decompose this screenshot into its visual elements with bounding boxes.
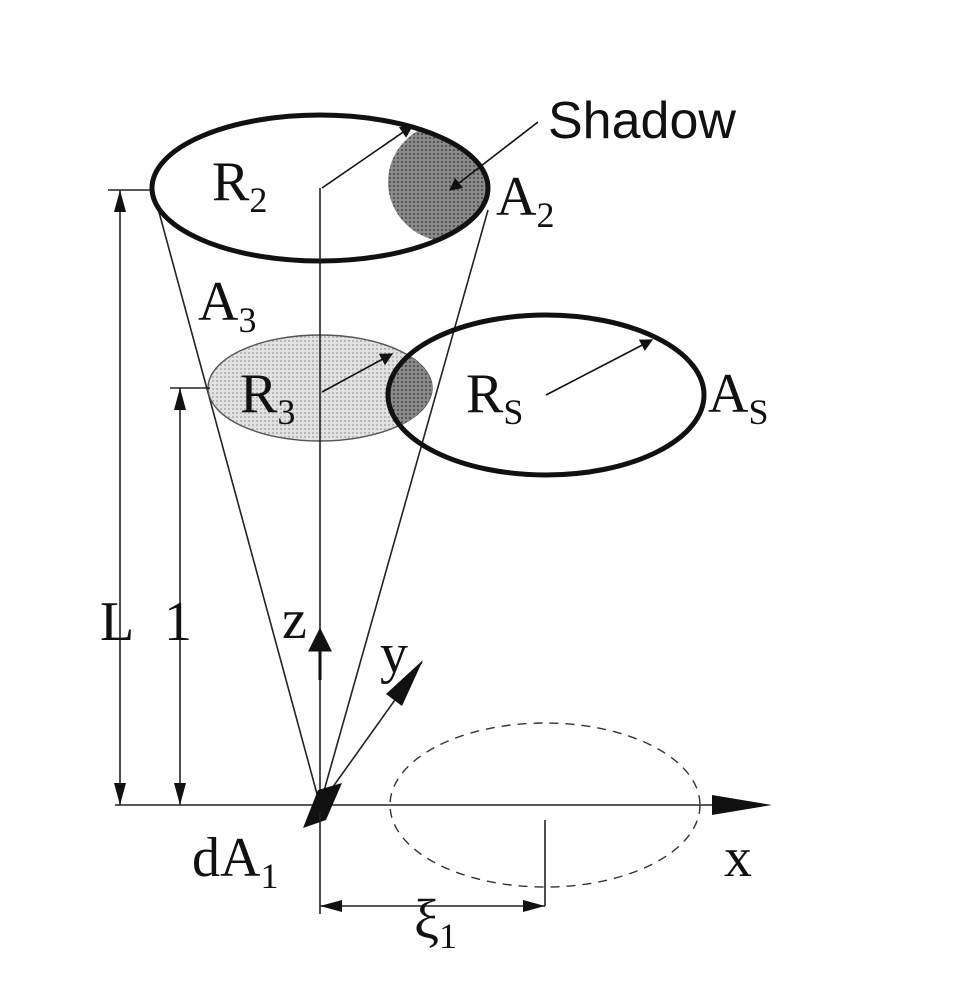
r3-radius-arrow <box>321 353 394 393</box>
rs-radius-arrow <box>545 339 654 396</box>
cone-line-left <box>152 189 321 806</box>
as-ellipse <box>385 312 707 478</box>
dim-l-arrow-top <box>114 190 126 212</box>
x-axis-arrowhead <box>712 795 772 815</box>
label-1: 1 <box>164 591 192 653</box>
dim-xi-arrow-right <box>523 900 545 912</box>
y-axis-arrowhead <box>386 660 423 706</box>
label-r2: R2 <box>212 151 267 220</box>
dim-1-arrow-bottom <box>174 783 186 805</box>
label-x: x <box>724 827 752 889</box>
label-da1: dA1 <box>192 827 278 896</box>
label-xi1: ξ1 <box>414 889 457 956</box>
label-y: y <box>380 623 408 685</box>
label-as: AS <box>708 363 768 432</box>
da1-element <box>303 783 342 828</box>
dim-1-arrow-top <box>174 388 186 410</box>
label-a2: A2 <box>496 166 554 235</box>
label-z: z <box>282 589 307 651</box>
label-a3: A3 <box>198 271 256 340</box>
label-r3: R3 <box>240 363 295 432</box>
dim-xi-arrow-left <box>320 900 342 912</box>
shadow-leader <box>448 121 539 191</box>
r2-radius-arrow <box>321 125 414 189</box>
label-l: L <box>100 591 134 653</box>
dim-l-arrow-bottom <box>114 783 126 805</box>
label-rs: RS <box>466 363 523 432</box>
label-shadow: Shadow <box>548 92 736 150</box>
cone-line-right <box>319 209 489 806</box>
